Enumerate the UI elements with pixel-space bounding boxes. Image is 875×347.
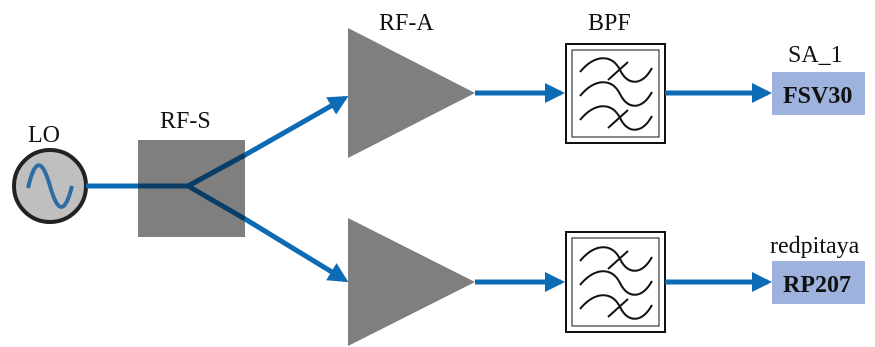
lo-source	[12, 148, 88, 224]
amp-top-label: RF-A	[379, 10, 434, 36]
filter-top-label: BPF	[588, 10, 631, 36]
splitter-inner-wire-down	[186, 183, 247, 222]
amp-bottom-triangle	[348, 218, 475, 346]
band-pass-filter-icon	[565, 231, 666, 333]
amp-top-triangle	[348, 28, 475, 158]
splitter-label: RF-S	[160, 108, 211, 134]
wire-splitter-to-amp-top	[243, 95, 349, 158]
dest-top-device: FSV30	[783, 83, 852, 109]
sine-wave-glyph	[26, 163, 74, 209]
dest-top-name: SA_1	[788, 42, 843, 68]
lo-label: LO	[28, 122, 60, 148]
dest-bottom-box	[772, 261, 865, 304]
wire-splitter-to-amp-bottom	[243, 216, 349, 283]
dest-bottom-device: RP207	[783, 272, 851, 298]
dest-bottom-name: redpitaya	[770, 233, 860, 259]
band-pass-filter-icon	[565, 43, 666, 144]
splitter-inner-wire-up	[186, 152, 247, 189]
dest-top-box	[772, 72, 865, 115]
